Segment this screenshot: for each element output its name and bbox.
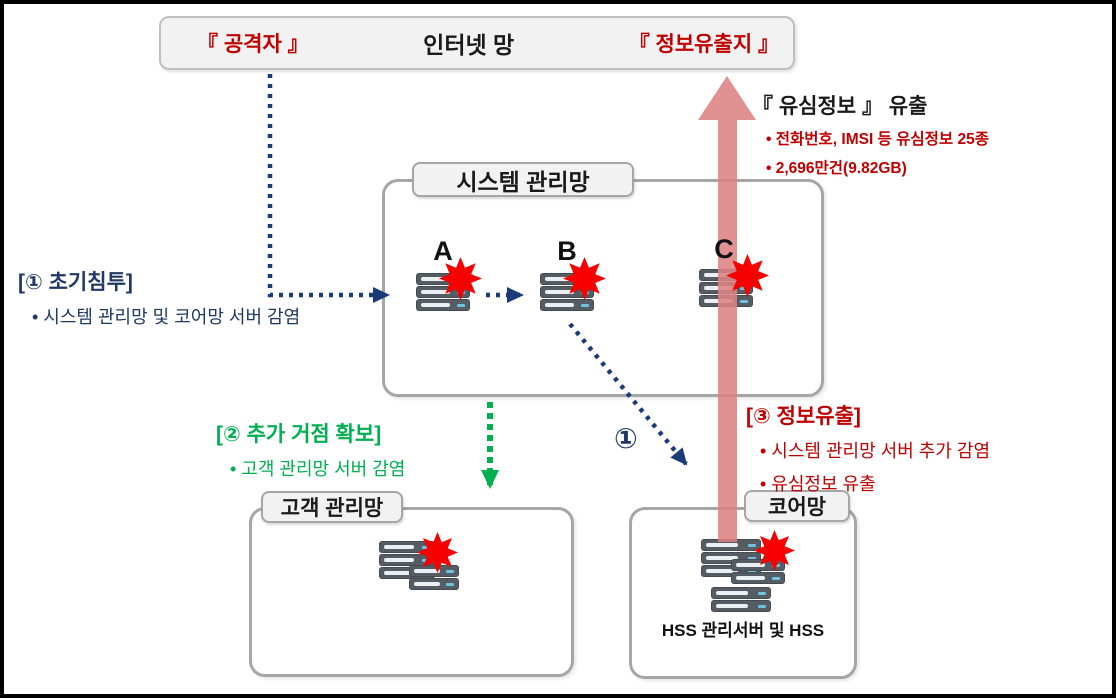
- server-c-label: C: [714, 234, 734, 264]
- server-b-label: B: [557, 236, 577, 266]
- step2-callout: [② 추가 거점 확보] • 고객 관리망 서버 감염: [216, 418, 405, 488]
- leak-bullet: • 2,696만건(9.82GB): [766, 160, 907, 177]
- step3-bullet: • 시스템 관리망 서버 추가 감염: [760, 441, 991, 461]
- attacker-intrusion-path-icon: [267, 74, 390, 303]
- customer-server-icon: [410, 566, 458, 592]
- step1-bullet: • 시스템 관리망 및 코어망 서버 감염: [32, 307, 301, 327]
- internet-zone-box: 『 공격자 』 인터넷 망 『 정보유출지 』: [159, 16, 795, 70]
- leak-callout: 『 유심정보 』 유출 • 전화번호, IMSI 등 유심정보 25종 • 2,…: [752, 90, 989, 185]
- infection-burst-icon: [439, 257, 482, 300]
- core-network-tab: 코어망: [744, 490, 850, 522]
- step2-bullet: • 고객 관리망 서버 감염: [230, 459, 406, 479]
- leak-title: 『 유심정보 』 유출: [752, 95, 928, 118]
- step3-callout: [③ 정보유출] • 시스템 관리망 서버 추가 감염 • 유심정보 유출: [746, 400, 990, 503]
- server-a-label: A: [433, 236, 453, 266]
- leak-bullet: • 전화번호, IMSI 등 유심정보 25종: [766, 131, 989, 148]
- step1-title: [① 초기침투]: [18, 271, 133, 294]
- arrow-step-number: ①: [614, 423, 638, 454]
- system-network-tab: 시스템 관리망: [412, 162, 634, 197]
- step2-title: [② 추가 거점 확보]: [216, 423, 382, 446]
- hss-server-icon: [712, 588, 770, 614]
- hss-server-icon: [702, 540, 760, 579]
- infection-burst-icon: [417, 532, 458, 573]
- step1-callout: [① 초기침투] • 시스템 관리망 및 코어망 서버 감염: [18, 266, 300, 336]
- customer-network-tab: 고객 관리망: [261, 491, 403, 523]
- step3-bullet: • 유심정보 유출: [760, 474, 876, 494]
- step3-title: [③ 정보유출]: [746, 405, 861, 428]
- internet-zone-label: 인터넷 망: [423, 32, 515, 58]
- attacker-label: 『 공격자 』: [197, 33, 309, 56]
- hss-caption: HSS 관리서버 및 HSS: [661, 621, 825, 640]
- customer-network-box: [249, 507, 574, 677]
- infection-burst-icon: [563, 257, 606, 300]
- exfil-destination-label: 『 정보유출지 』: [628, 33, 779, 56]
- infection-burst-icon: [754, 530, 795, 571]
